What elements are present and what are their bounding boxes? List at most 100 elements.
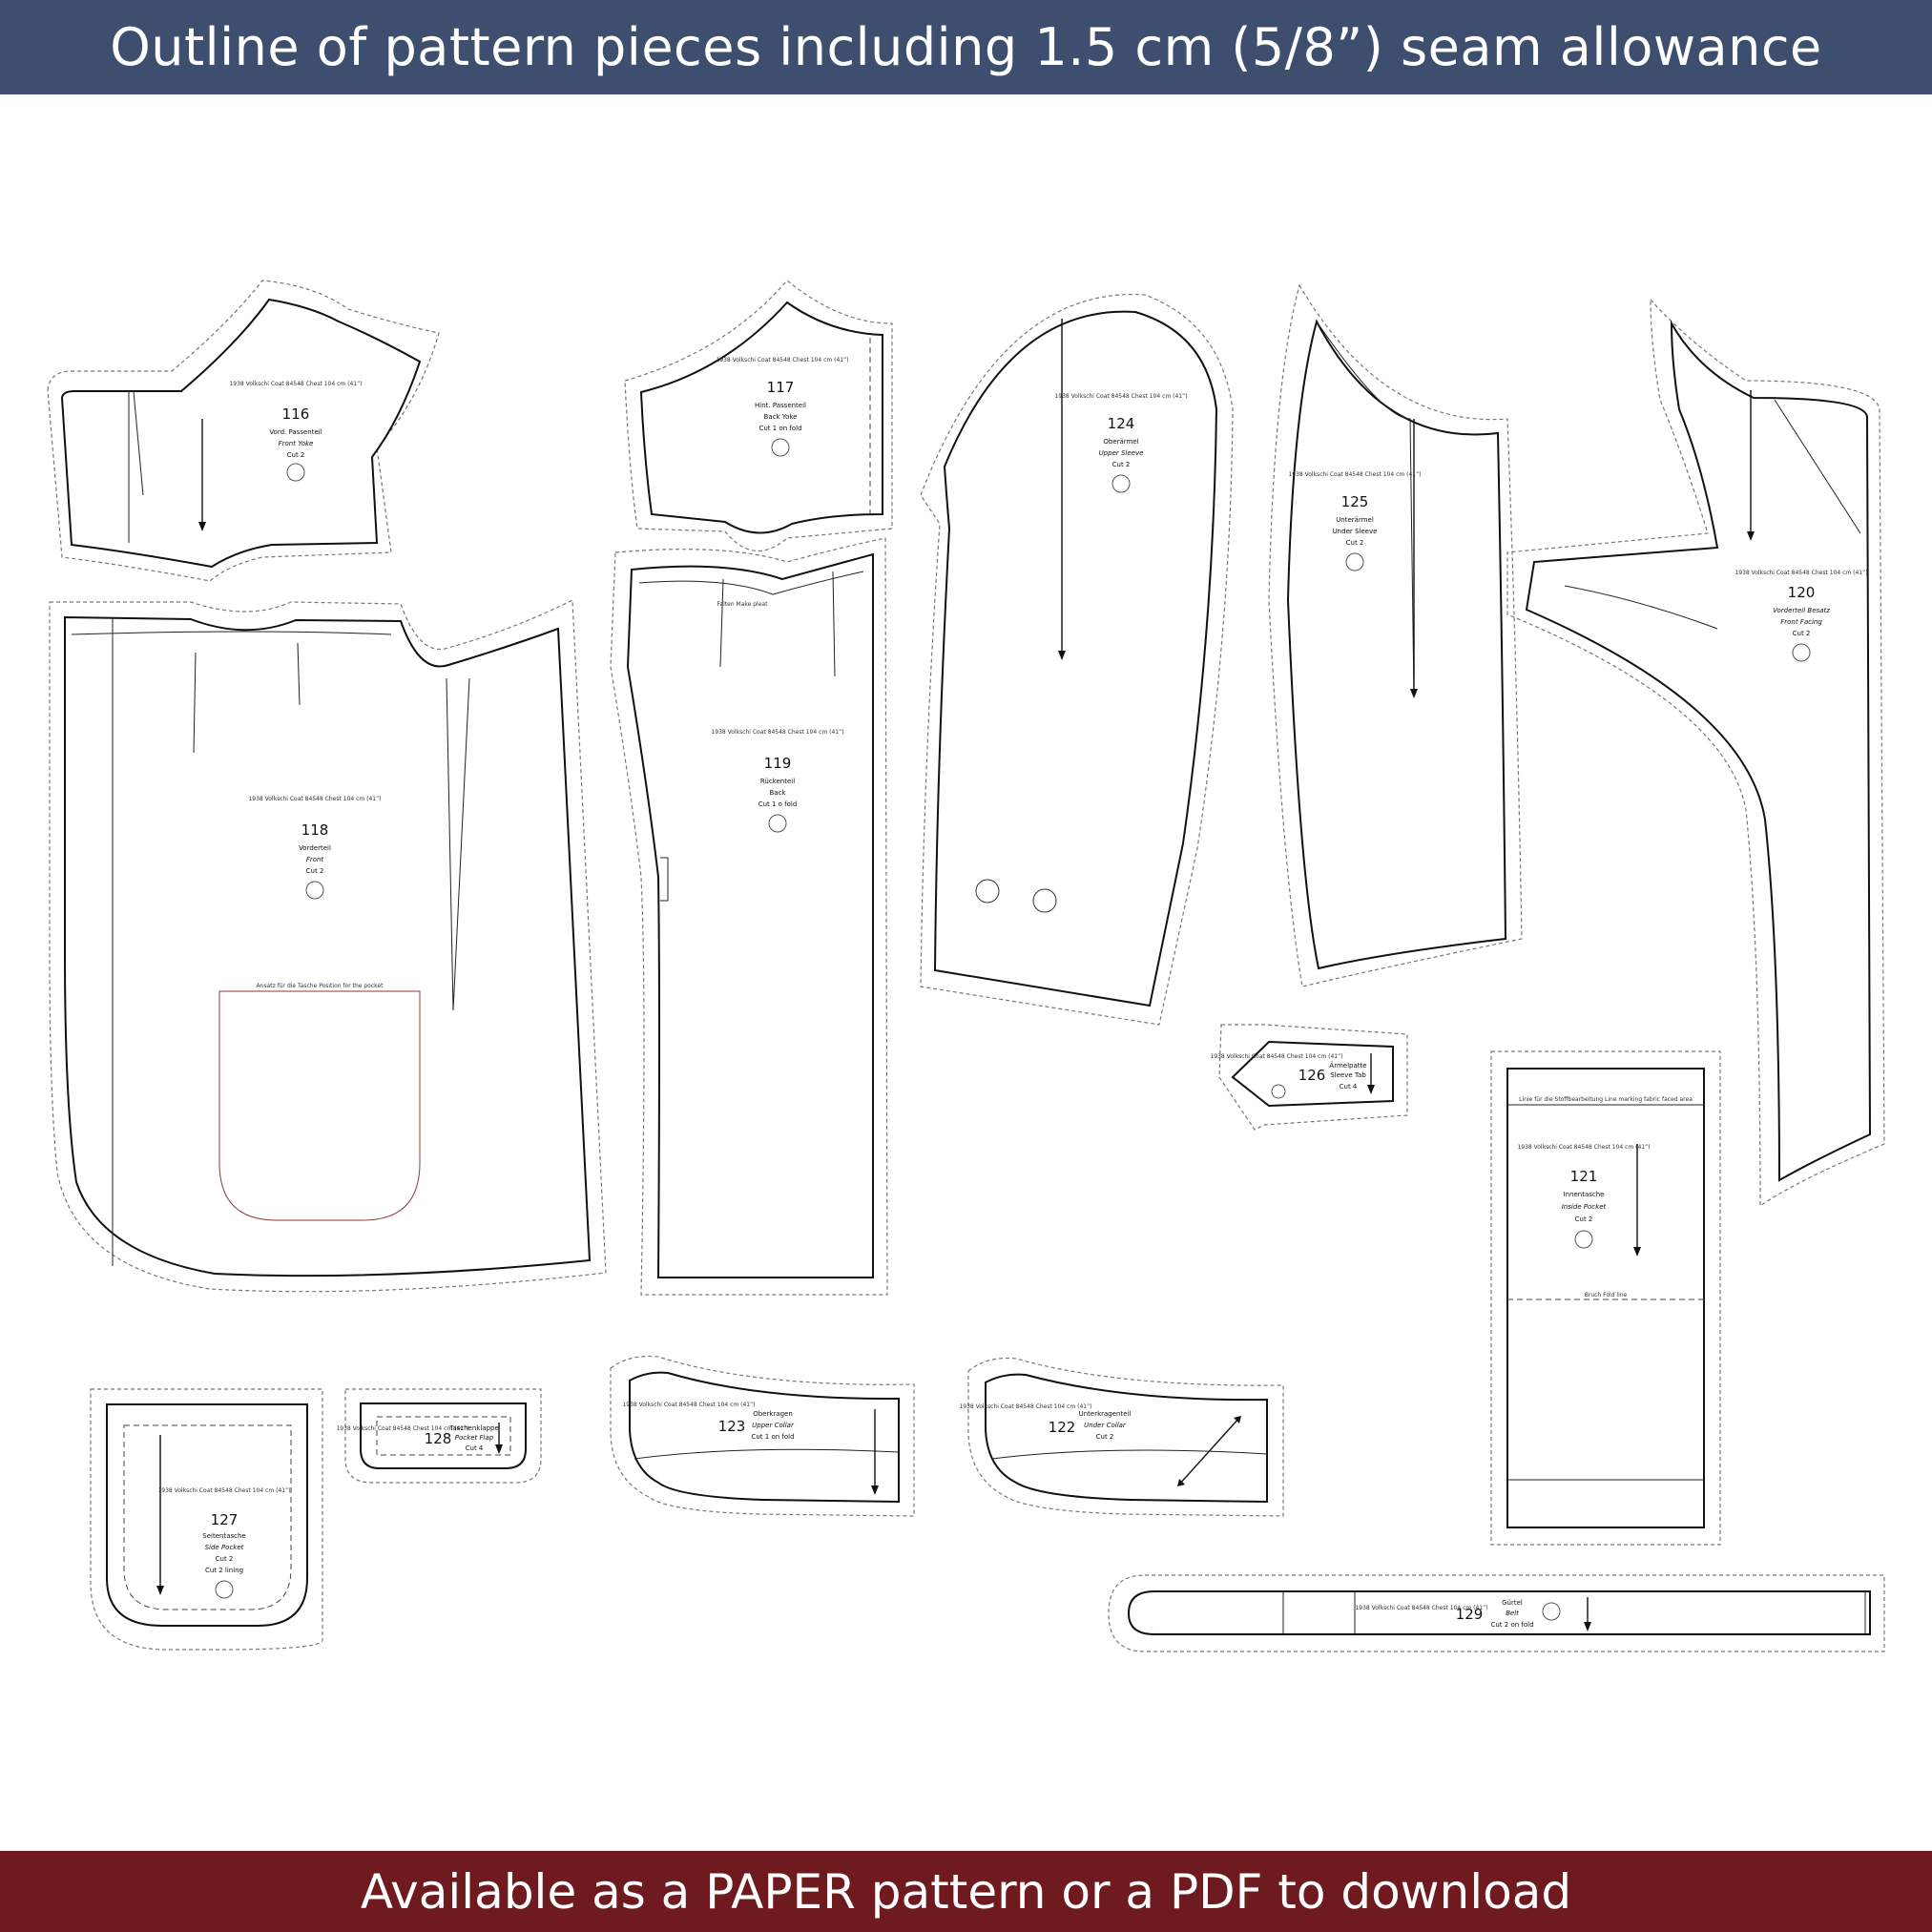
piece-117-de: Hint. Passenteil (755, 402, 806, 409)
piece-121-meta: 1938 Volkschi Coat 84548 Chest 104 cm (4… (1517, 1144, 1650, 1151)
piece-117-en: Back Yoke (764, 413, 798, 421)
piece-127-number: 127 (211, 1511, 239, 1528)
piece-127-en: Side Pocket (205, 1544, 244, 1551)
piece-124-logo-stamp (1111, 474, 1131, 493)
piece-122-en: Under Collar (1084, 1422, 1127, 1429)
piece-116-front-yoke: 1938 Volkschi Coat 84548 Chest 104 cm (4… (47, 280, 440, 582)
piece-126-meta: 1938 Volkschi Coat 84548 Chest 104 cm (4… (1210, 1053, 1342, 1060)
piece-128-de: Taschenklappe (448, 1424, 499, 1432)
piece-127-side-pocket: 1938 Volkschi Coat 84548 Chest 104 cm (4… (90, 1388, 323, 1651)
piece-128-meta: 1938 Volkschi Coat 84548 Chest 104 cm (4… (336, 1425, 468, 1432)
piece-123-en: Upper Collar (752, 1422, 795, 1429)
piece-127-logo-stamp (215, 1580, 234, 1599)
piece-116-number: 116 (282, 405, 310, 423)
piece-116-logo-stamp (286, 463, 305, 482)
piece-119-cut: Cut 1 o fold (758, 800, 798, 808)
piece-125-number: 125 (1341, 493, 1369, 510)
piece-121-cut: Cut 2 (1575, 1215, 1593, 1223)
piece-127-cut: Cut 2 (216, 1555, 234, 1563)
piece-117-logo-stamp (771, 438, 790, 457)
piece-118-pocket-label: Ansatz für die Tasche Position for the p… (257, 983, 384, 989)
piece-123-de: Oberkragen (753, 1410, 793, 1418)
piece-119-number: 119 (764, 755, 792, 772)
piece-118-en: Front (306, 856, 324, 863)
piece-117-cut: Cut 1 on fold (758, 425, 801, 432)
piece-126-de: Ärmelpatte (1329, 1061, 1366, 1070)
piece-122-number: 122 (1049, 1419, 1076, 1436)
piece-126-en: Sleeve Tab (1330, 1071, 1366, 1079)
piece-124-de: Oberärmel (1103, 438, 1138, 446)
piece-128-en: Pocket Flap (455, 1434, 494, 1442)
piece-129-logo-stamp (1542, 1602, 1561, 1621)
pattern-board: 1938 Volkschi Coat 84548 Chest 104 cm (4… (0, 94, 1932, 1851)
piece-118-number: 118 (301, 821, 329, 839)
piece-121-fold-label: Bruch Fold line (1585, 1292, 1628, 1298)
piece-121-inside-pocket: Linie für die Stoffbearbeitung Line mark… (1490, 1050, 1721, 1546)
piece-116-cut: Cut 2 (287, 451, 305, 459)
piece-119-pleat-label: Falten Make pleat (717, 601, 769, 608)
piece-123-upper-collar: 1938 Volkschi Coat 84548 Chest 104 cm (4… (610, 1355, 915, 1517)
piece-123-meta: 1938 Volkschi Coat 84548 Chest 104 cm (4… (622, 1402, 755, 1408)
piece-121-de: Innentasche (1564, 1191, 1605, 1198)
page-title: Outline of pattern pieces including 1.5 … (110, 17, 1822, 77)
footer-text: Available as a PAPER pattern or a PDF to… (360, 1863, 1572, 1920)
piece-129-meta: 1938 Volkschi Coat 84548 Chest 104 cm (4… (1355, 1605, 1487, 1611)
piece-120-en: Front Facing (1780, 618, 1822, 626)
piece-118-front: Ansatz für die Tasche Position for the p… (49, 599, 607, 1293)
piece-129-number: 129 (1456, 1606, 1484, 1623)
piece-124-number: 124 (1108, 415, 1135, 432)
piece-125-under-sleeve: 1938 Volkschi Coat 84548 Chest 104 cm (4… (1268, 283, 1523, 987)
piece-120-meta: 1938 Volkschi Coat 84548 Chest 104 cm (4… (1735, 570, 1867, 576)
piece-129-belt: 1938 Volkschi Coat 84548 Chest 104 cm (4… (1108, 1574, 1885, 1652)
footer-banner: Available as a PAPER pattern or a PDF to… (0, 1851, 1932, 1932)
piece-126-cut: Cut 4 (1340, 1083, 1358, 1091)
piece-124-upper-sleeve: 1938 Volkschi Coat 84548 Chest 104 cm (4… (920, 293, 1234, 1026)
piece-127-cut2: Cut 2 lining (205, 1567, 243, 1574)
piece-125-cut: Cut 2 (1346, 539, 1364, 547)
piece-116-meta: 1938 Volkschi Coat 84548 Chest 104 cm (4… (229, 381, 362, 387)
piece-126-number: 126 (1298, 1067, 1326, 1084)
piece-116-de: Vord. Passenteil (269, 428, 322, 436)
piece-118-de: Vorderteil (299, 844, 331, 852)
piece-125-logo-stamp (1345, 552, 1364, 571)
piece-121-en: Inside Pocket (1562, 1203, 1607, 1211)
piece-124-cut: Cut 2 (1112, 461, 1131, 468)
piece-125-de: Unterärmel (1336, 516, 1374, 524)
piece-120-front-facing: 1938 Volkschi Coat 84548 Chest 104 cm (4… (1506, 298, 1885, 1208)
piece-120-de: Vorderteil Besatz (1773, 607, 1830, 614)
piece-127-meta: 1938 Volkschi Coat 84548 Chest 104 cm (4… (157, 1487, 290, 1494)
piece-118-logo-stamp (305, 881, 324, 900)
piece-124-meta: 1938 Volkschi Coat 84548 Chest 104 cm (4… (1054, 393, 1187, 400)
piece-118-meta: 1938 Volkschi Coat 84548 Chest 104 cm (4… (248, 796, 381, 802)
piece-121-logo-stamp (1574, 1230, 1593, 1249)
piece-124-en: Upper Sleeve (1099, 449, 1144, 457)
piece-119-en: Back (770, 789, 787, 797)
piece-125-meta: 1938 Volkschi Coat 84548 Chest 104 cm (4… (1288, 471, 1421, 478)
piece-126-sleeve-tab: 1938 Volkschi Coat 84548 Chest 104 cm (4… (1210, 1024, 1408, 1131)
piece-122-meta: 1938 Volkschi Coat 84548 Chest 104 cm (4… (959, 1403, 1091, 1410)
piece-116-en: Front Yoke (279, 440, 314, 447)
piece-128-number: 128 (425, 1430, 452, 1447)
piece-122-under-collar: 1938 Volkschi Coat 84548 Chest 104 cm (4… (959, 1357, 1284, 1517)
piece-122-de: Unterkragenteil (1079, 1410, 1132, 1418)
piece-128-cut: Cut 4 (466, 1444, 484, 1452)
piece-121-top-label: Linie für die Stoffbearbeitung Line mark… (1519, 1096, 1693, 1103)
piece-127-de: Seitentasche (202, 1532, 245, 1540)
piece-119-meta: 1938 Volkschi Coat 84548 Chest 104 cm (4… (711, 729, 843, 736)
piece-117-meta: 1938 Volkschi Coat 84548 Chest 104 cm (4… (716, 357, 848, 364)
piece-129-de: Gürtel (1502, 1599, 1523, 1607)
header-banner: Outline of pattern pieces including 1.5 … (0, 0, 1932, 94)
piece-123-number: 123 (718, 1418, 746, 1435)
piece-117-back-yoke: 1938 Volkschi Coat 84548 Chest 104 cm (4… (624, 280, 893, 551)
piece-122-cut: Cut 2 (1096, 1433, 1114, 1441)
piece-119-de: Rückenteil (760, 778, 795, 785)
piece-119-logo-stamp (768, 814, 787, 833)
piece-119-back: 1938 Volkschi Coat 84548 Chest 104 cm (4… (610, 537, 888, 1296)
piece-125-en: Under Sleeve (1333, 528, 1378, 535)
piece-117-number: 117 (767, 379, 795, 396)
piece-128-pocket-flap: 1938 Volkschi Coat 84548 Chest 104 cm (4… (336, 1388, 542, 1484)
piece-118-cut: Cut 2 (306, 867, 324, 875)
piece-123-cut: Cut 1 on fold (751, 1433, 794, 1441)
piece-120-cut: Cut 2 (1793, 630, 1811, 637)
piece-121-number: 121 (1570, 1168, 1598, 1185)
